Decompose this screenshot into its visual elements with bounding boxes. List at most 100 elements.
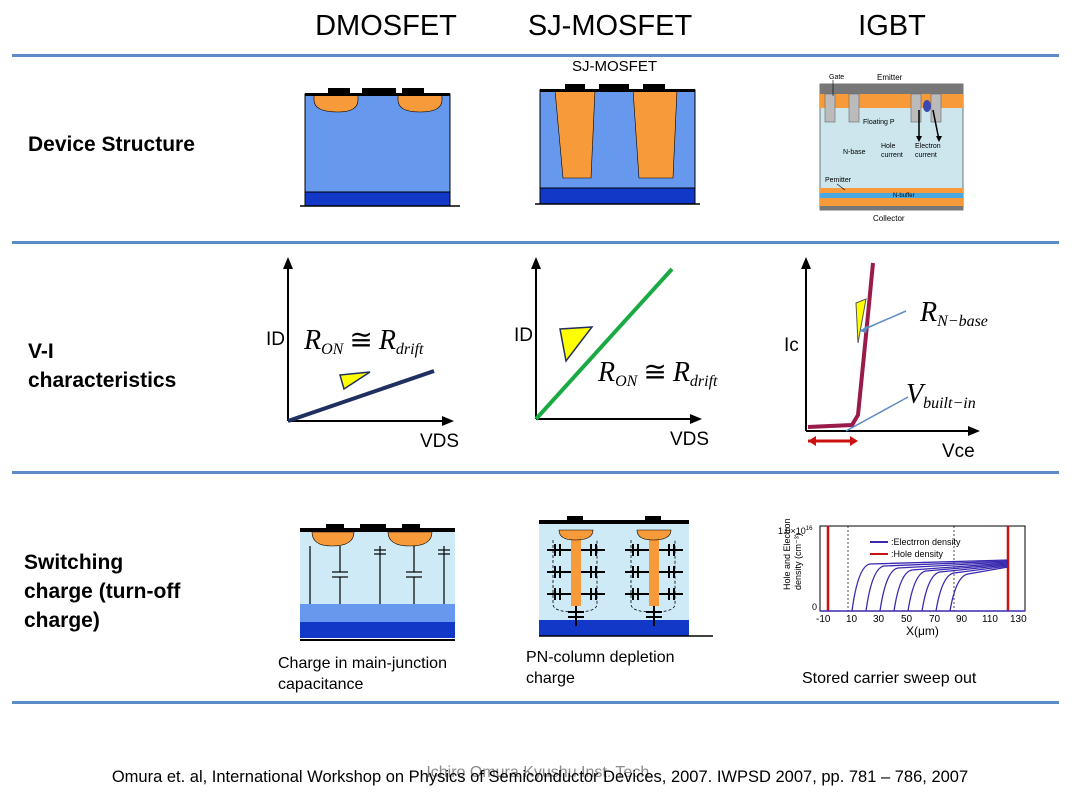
carrier-plot-ylabel2: density (cm⁻³) [793, 533, 803, 590]
igbt-iv-curve [807, 262, 875, 429]
igbt-trench-2 [848, 93, 860, 123]
dmos-slope-triangle [339, 371, 371, 391]
sj-sw-p-column-right [649, 530, 659, 606]
igbt-structure-diagram: Gate Emitter Floating P N-base Hole curr… [819, 73, 964, 223]
sj-iv-line [534, 267, 674, 421]
carrier-plot-xlabel: X(μm) [906, 624, 939, 638]
igbt-label-gate: Gate [829, 74, 844, 81]
xtick-30: 30 [873, 614, 885, 625]
row-label-switching: Switching charge (turn-off charge) [24, 548, 180, 635]
igbt-label-nbase: N-base [843, 149, 866, 156]
xtick-90: 90 [956, 614, 968, 625]
xtick-10: 10 [846, 614, 858, 625]
row-label-vi-line1: V-I [28, 340, 54, 363]
sj-sw-p-column-left [571, 530, 581, 606]
sj-p-column-right [632, 89, 678, 179]
dmos-undepleted-drift [300, 604, 455, 622]
igbt-top-metal [820, 84, 963, 94]
dmos-p-body-right [397, 93, 443, 113]
legend-electron: :Electrron density [891, 537, 961, 547]
carrier-plot-ymax-exp: 16 [806, 526, 813, 532]
dmos-sw-substrate [300, 622, 455, 638]
dmos-caption-line1: Charge in main-junction [278, 655, 447, 672]
igbt-vbuiltin-pointer [845, 396, 909, 432]
igbt-rnbase-r: R [919, 297, 937, 328]
dmos-rdrift-r: R [378, 325, 396, 356]
sj-caption-line1: PN-column depletion [526, 649, 675, 666]
carrier-plot-xticks: -10 10 30 50 70 90 110 130 [816, 614, 1027, 625]
igbt-p-layer [820, 94, 963, 108]
svg-text:RN−base: RN−base [919, 297, 988, 330]
dmosfet-vi-plot: ID VDS RON≅Rdrift [266, 257, 459, 452]
igbt-switching-caption: Stored carrier sweep out [802, 670, 977, 687]
dmos-sw-p-left [311, 531, 355, 547]
dmos-rdrift-sub: drift [396, 341, 424, 358]
igbt-rnbase-sub: N−base [936, 313, 988, 330]
row-label-switch-line1: Switching [24, 551, 124, 574]
dmos-approx: ≅ [349, 325, 372, 356]
igbt-label-hole2: current [881, 152, 903, 159]
sj-ron-sub: ON [615, 373, 639, 390]
sj-xlabel: VDS [670, 429, 709, 450]
igbt-label-nbuffer: N-buffer [893, 193, 915, 199]
legend-hole: :Hole density [891, 549, 944, 559]
xtick-neg10: -10 [816, 614, 831, 625]
igbt-ylabel: Ic [784, 335, 799, 356]
sj-capacitors [547, 544, 683, 626]
igbt-label-floating-p: Floating P [863, 119, 895, 126]
igbt-n-buffer [820, 193, 963, 198]
sj-mosfet-vi-plot: ID VDS RON≅Rdrift [514, 257, 718, 450]
sj-switching-caption: PN-column depletion charge [526, 647, 675, 689]
sj-rdrift-sub: drift [690, 373, 718, 390]
dmos-switching-caption: Charge in main-junction capacitance [278, 653, 447, 695]
igbt-vbuiltin-sub: built−in [923, 395, 976, 412]
citation-footer: Omura et. al, International Workshop on … [111, 768, 969, 786]
divider-bottom [12, 701, 1059, 704]
dmos-caption-line2: capacitance [278, 676, 364, 693]
sj-mosfet-switching-diagram [539, 516, 713, 637]
dmos-substrate [304, 191, 451, 207]
divider-row2 [12, 471, 1059, 474]
igbt-slope-triangle [855, 298, 867, 344]
column-header-sj-mosfet: SJ-MOSFET [527, 10, 693, 42]
svg-text:RON≅Rdrift: RON≅Rdrift [303, 325, 424, 358]
igbt-p-emitter [820, 188, 963, 193]
dmos-p-body-left [313, 93, 359, 113]
sj-gate-right [643, 84, 665, 90]
igbt-label-pemitter: Pemitter [825, 177, 852, 184]
dmos-gate-right [402, 88, 424, 94]
svg-text:RON≅Rdrift: RON≅Rdrift [597, 357, 718, 390]
xtick-110: 110 [982, 614, 998, 625]
row-label-vi: V-I characteristics [28, 337, 176, 395]
row-label-switch-line2: charge (turn-off [24, 580, 181, 603]
igbt-vbuiltin-v: V [906, 379, 926, 410]
igbt-rnbase-pointer [859, 310, 907, 332]
sj-approx: ≅ [643, 357, 666, 388]
carrier-plot-ymax-mant: 1.0×10 [778, 526, 806, 536]
dmosfet-structure-diagram [300, 88, 460, 207]
row-label-structure-text: Device Structure [28, 133, 195, 156]
column-header-dmosfet: DMOSFET [315, 10, 457, 42]
sj-structure-label: SJ-MOSFET [572, 58, 657, 75]
igbt-label-hole1: Hole [881, 143, 896, 150]
xtick-50: 50 [901, 614, 913, 625]
igbt-arrow-electron [932, 109, 940, 141]
dmos-ron-r: R [303, 325, 321, 356]
igbt-label-electron2: current [915, 152, 937, 159]
row-label-device-structure: Device Structure [28, 130, 195, 159]
sj-gate-mid [599, 84, 629, 90]
dmos-gate-left [328, 88, 350, 94]
watermark: Ichiro Omura Kyushu Inst. Tech. [426, 764, 654, 781]
dmos-iv-line [287, 369, 435, 423]
igbt-label-collector: Collector [873, 214, 905, 223]
dmos-sw-p-right [387, 531, 433, 547]
igbt-carrier-plot: Hole and Electron density (cm⁻³) 1.0×101… [778, 518, 1027, 638]
dmos-xlabel: VDS [420, 431, 459, 452]
sj-metal [540, 89, 695, 92]
divider-top [12, 54, 1059, 57]
dmos-metal [305, 93, 450, 96]
xtick-70: 70 [929, 614, 941, 625]
row-label-vi-line2: characteristics [28, 369, 177, 392]
igbt-xlabel: Vce [942, 441, 975, 462]
dmos-ron-sub: ON [321, 341, 345, 358]
